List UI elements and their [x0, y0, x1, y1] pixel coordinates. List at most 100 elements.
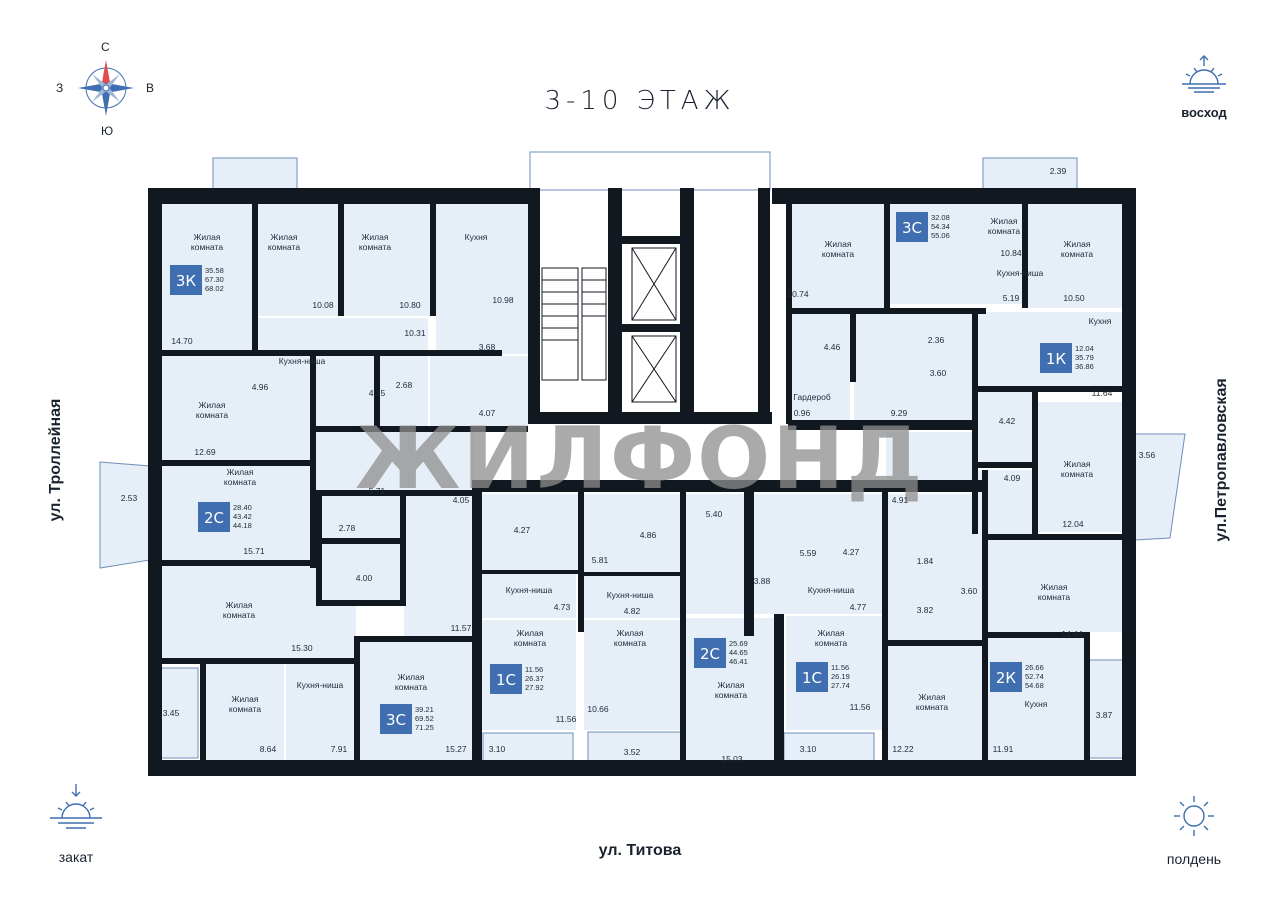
room-area: 11.56: [850, 702, 871, 712]
small-area: 4.86: [640, 530, 657, 540]
apartment-area: 27.74: [831, 681, 850, 690]
room-label: Кухня-ниша: [506, 585, 553, 595]
apartment-code: 1К: [1046, 350, 1067, 368]
apartment-area: 36.86: [1075, 362, 1094, 371]
small-area: 10.31: [404, 328, 426, 338]
small-area: 4.05: [453, 495, 470, 505]
apartment-area: 39.21: [415, 705, 434, 714]
sunset-label: закат: [58, 849, 94, 865]
small-area: 2.36: [928, 335, 945, 345]
roof-outline: [529, 151, 771, 191]
apartment-area: 26.66: [1025, 663, 1044, 672]
room-area: 12.04: [1062, 519, 1084, 529]
small-area: 3.87: [1096, 710, 1113, 720]
apartment-code: 2С: [700, 645, 720, 663]
small-area: 3.52: [624, 747, 641, 757]
small-area: 3.82: [917, 605, 934, 615]
apartment-area: 69.52: [415, 714, 434, 723]
balcony: [982, 157, 1078, 191]
small-area: 4.35: [369, 388, 386, 398]
small-area: 11.57: [451, 623, 472, 633]
room-area: 15.71: [243, 546, 265, 556]
room-area: 11.64: [1092, 388, 1113, 398]
noon-block: полдень: [1156, 794, 1232, 867]
small-area: 4.09: [1004, 473, 1021, 483]
room-area: 4.77: [850, 602, 867, 612]
room-area: 10.98: [492, 295, 514, 305]
room-area: 15.27: [445, 744, 467, 754]
small-area: 2.39: [1050, 166, 1067, 176]
room-area: 8.64: [260, 744, 277, 754]
room-area: 10.66: [587, 704, 609, 714]
small-area: 3.60: [961, 586, 978, 596]
apartment-code: 3К: [176, 272, 197, 290]
room-label: Кухня: [465, 232, 488, 242]
room-area: 10.74: [787, 289, 809, 299]
apartment-area: 26.37: [525, 674, 544, 683]
room-area: 12.69: [194, 447, 216, 457]
apartment-area: 25.69: [729, 639, 748, 648]
apartment-area: 28.40: [233, 503, 252, 512]
apartment-code: 3С: [902, 219, 922, 237]
noon-label: полдень: [1166, 851, 1222, 867]
apartment-area: 12.04: [1075, 344, 1094, 353]
apartment-area: 43.42: [233, 512, 252, 521]
apartment-code: 2К: [996, 669, 1017, 687]
apartment-area: 54.34: [931, 222, 950, 231]
small-area: 9.29: [891, 408, 908, 418]
sunrise-label: восход: [1181, 105, 1227, 120]
small-area: 3.56: [1139, 450, 1156, 460]
room-area: 5.19: [1003, 293, 1020, 303]
small-area: 4.00: [356, 573, 373, 583]
room-area: 11.91: [993, 744, 1014, 754]
small-area: 5.40: [706, 509, 723, 519]
apartment-area: 26.19: [831, 672, 850, 681]
apartment-area: 44.18: [233, 521, 252, 530]
small-area: 3.60: [930, 368, 947, 378]
small-area: 3.45: [163, 708, 180, 718]
room-area: 4.82: [624, 606, 641, 616]
room-label: Кухня-ниша: [607, 590, 654, 600]
small-area: 3.88: [754, 576, 771, 586]
small-area: 3.10: [489, 744, 506, 754]
room-area: 10.50: [1063, 293, 1085, 303]
small-area: 2.78: [339, 523, 356, 533]
small-area: 3.10: [800, 744, 817, 754]
watermark: ЖИЛФОНД: [355, 409, 925, 509]
apartment-area: 44.65: [729, 648, 748, 657]
room-area: 4.96: [252, 382, 269, 392]
compass-rose: С Ю З В: [52, 38, 162, 148]
room-area: 10.08: [312, 300, 334, 310]
sunrise-icon: [1182, 55, 1226, 93]
room-label: Кухня-ниша: [808, 585, 855, 595]
apartment-code: 2С: [204, 509, 224, 527]
room-area: 15.03: [721, 754, 743, 764]
compass-south: Ю: [101, 124, 114, 138]
small-area: 4.42: [999, 416, 1016, 426]
sunset-block: закат: [44, 782, 108, 865]
apartment-area: 11.56: [831, 663, 849, 672]
apartment-area: 71.25: [415, 723, 434, 732]
small-area: 2.53: [121, 493, 138, 503]
apartment-area: 27.92: [525, 683, 544, 692]
small-area: 5.81: [592, 555, 609, 565]
room-label: Кухня-ниша: [297, 680, 344, 690]
